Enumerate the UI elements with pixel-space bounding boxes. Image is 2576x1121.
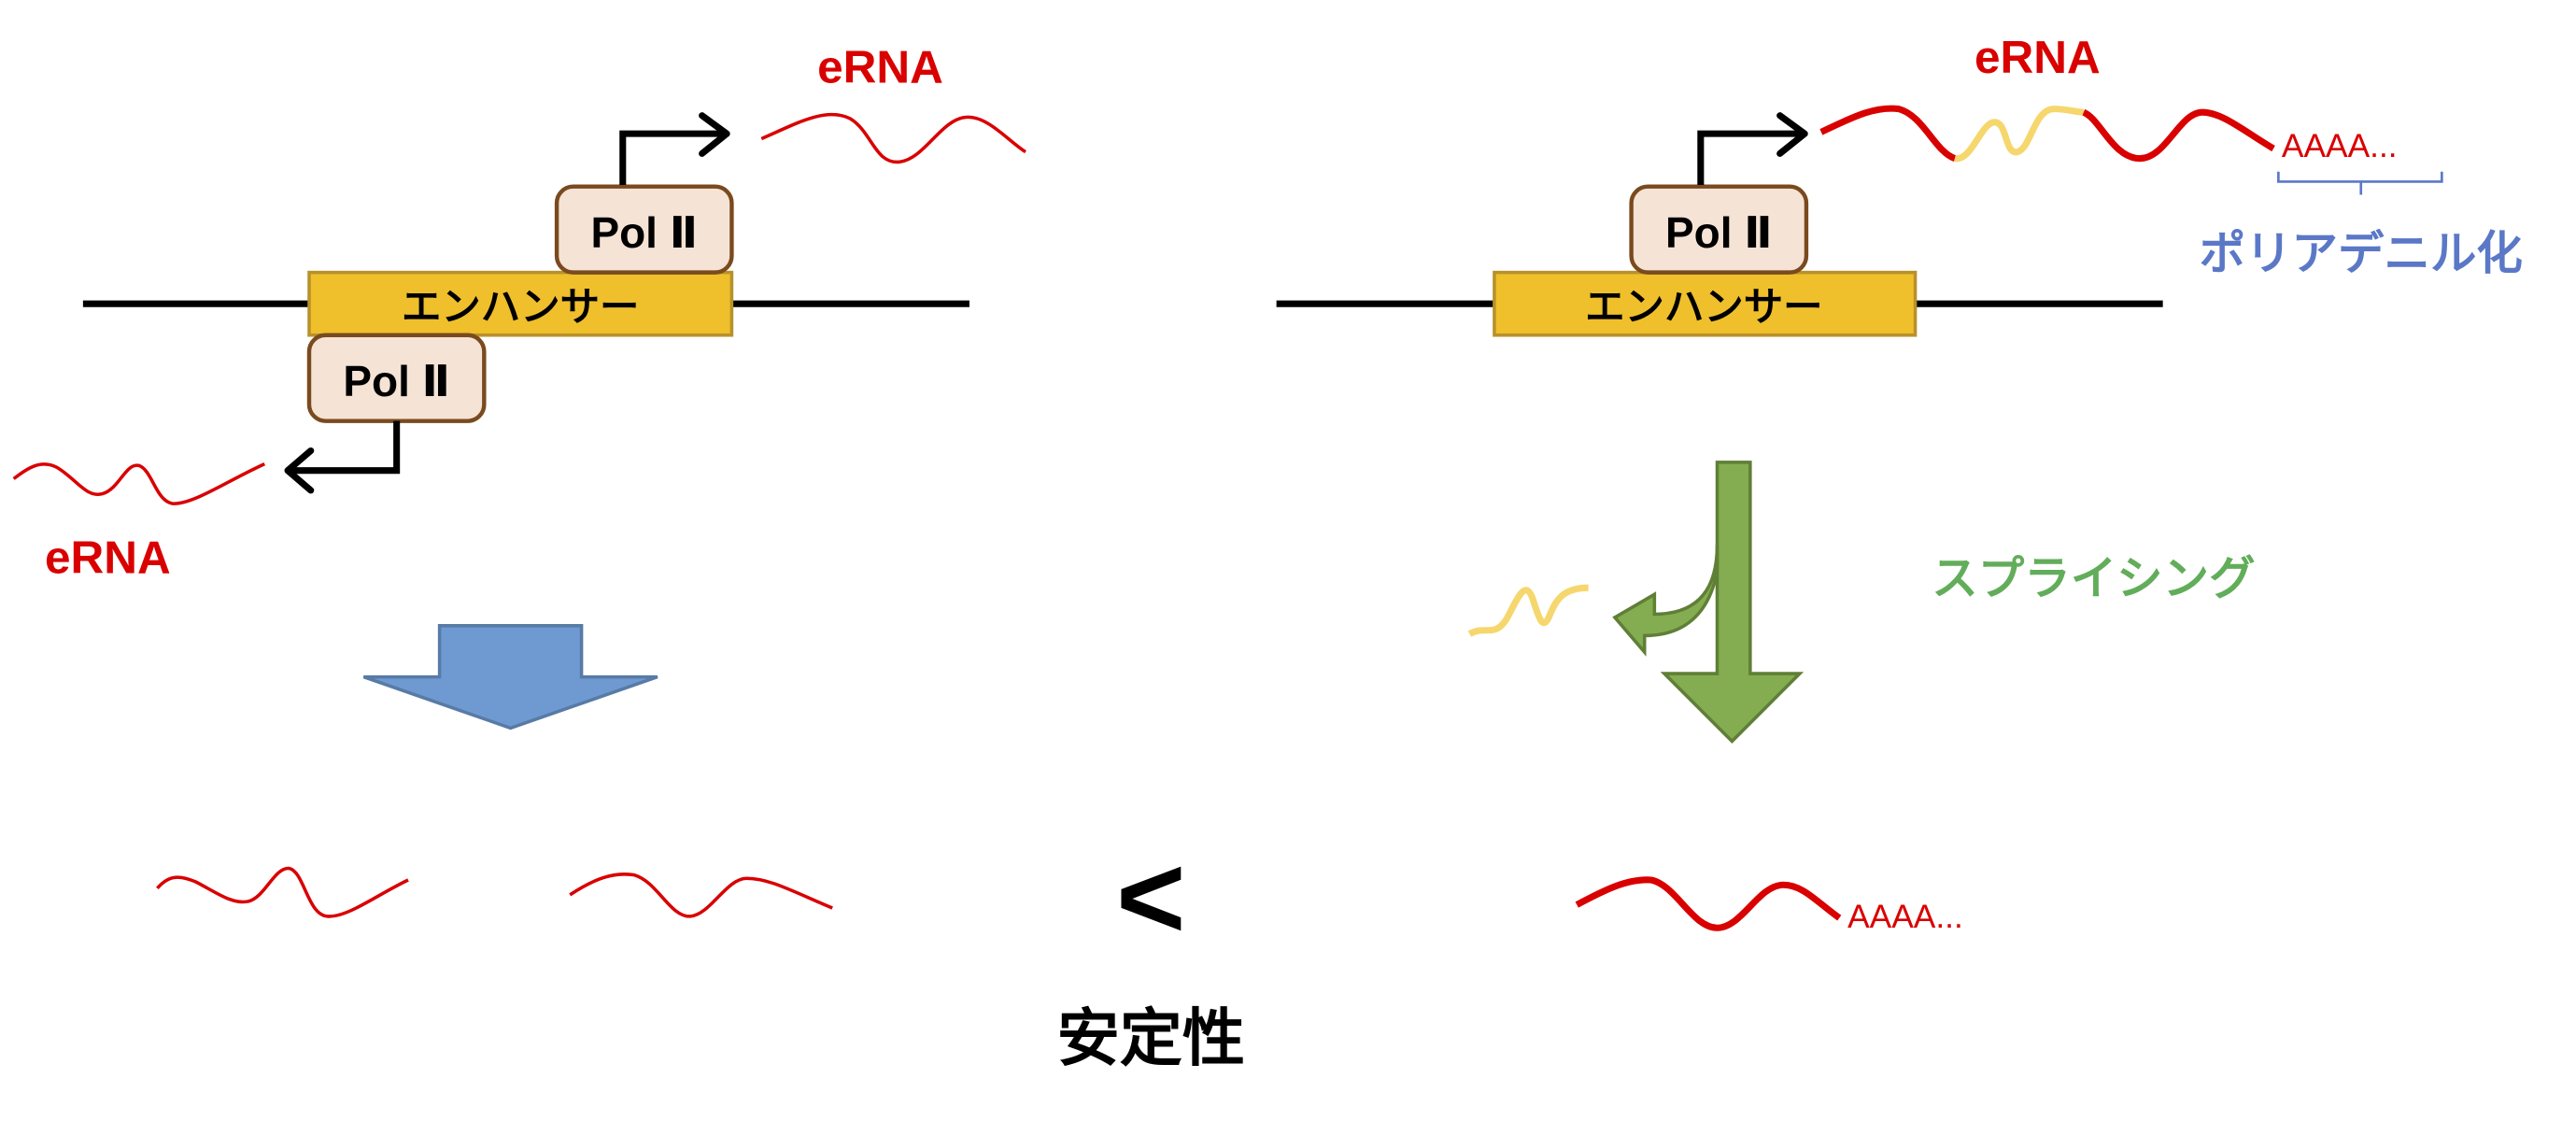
pol-ii-box-upper (554, 184, 734, 275)
intron-segment (1954, 106, 2085, 163)
polya-bracket (2277, 171, 2443, 195)
splicing-arrow-main (1660, 461, 1805, 745)
pol-ii-label-upper: Pol Ⅱ (591, 208, 699, 257)
enhancer-label-left: エンハンサー (402, 285, 639, 331)
stable-erna-wave (1575, 876, 1842, 931)
exon-segment-1 (1819, 105, 1957, 163)
pol-ii-box-right (1629, 184, 1809, 275)
tss-arrowhead-lower (284, 447, 315, 494)
erna-wave-upper (760, 112, 1026, 163)
less-than-symbol: < (1116, 830, 1185, 963)
exon-segment-2 (2082, 108, 2275, 163)
erna-label-right: eRNA (1974, 32, 2101, 83)
erna-wave-lower (12, 462, 266, 505)
enhancer-box-left (307, 270, 734, 337)
tss-arrowhead-right (1776, 112, 1808, 157)
tss-arrow-upper (619, 130, 724, 185)
stability-label: 安定性 (1057, 1002, 1245, 1075)
pol-ii-label-right: Pol Ⅱ (1665, 208, 1773, 257)
right-panel: エンハンサー Pol Ⅱ AAAA... ポリアデニル化 eRNA スプライシン… (1276, 32, 2523, 745)
left-panel: エンハンサー Pol Ⅱ eRNA Pol Ⅱ eRNA (12, 41, 1026, 583)
pol-ii-label-lower: Pol Ⅱ (343, 357, 449, 405)
splicing-arrow-branch (1612, 545, 1720, 657)
enhancer-label-right: エンハンサー (1585, 285, 1822, 331)
unstable-erna-wave-1 (156, 866, 409, 918)
tss-arrow-right (1697, 130, 1802, 185)
excised-intron-wave (1467, 584, 1589, 637)
unstable-erna-wave-2 (569, 873, 833, 918)
tss-arrowhead-upper (699, 112, 730, 157)
erna-label-lower: eRNA (45, 532, 171, 583)
splicing-label: スプライシング (1932, 551, 2255, 605)
blue-down-arrow (362, 624, 658, 731)
tss-arrow-lower (290, 420, 401, 475)
polyadenylation-label: ポリアデニル化 (2200, 226, 2523, 280)
bottom-row: < 安定性 AAAA... (156, 624, 1963, 1075)
polya-tail-label: AAAA... (2282, 128, 2398, 164)
mature-polya-tail-label: AAAA... (1847, 899, 1963, 935)
erna-label-upper: eRNA (817, 41, 943, 92)
